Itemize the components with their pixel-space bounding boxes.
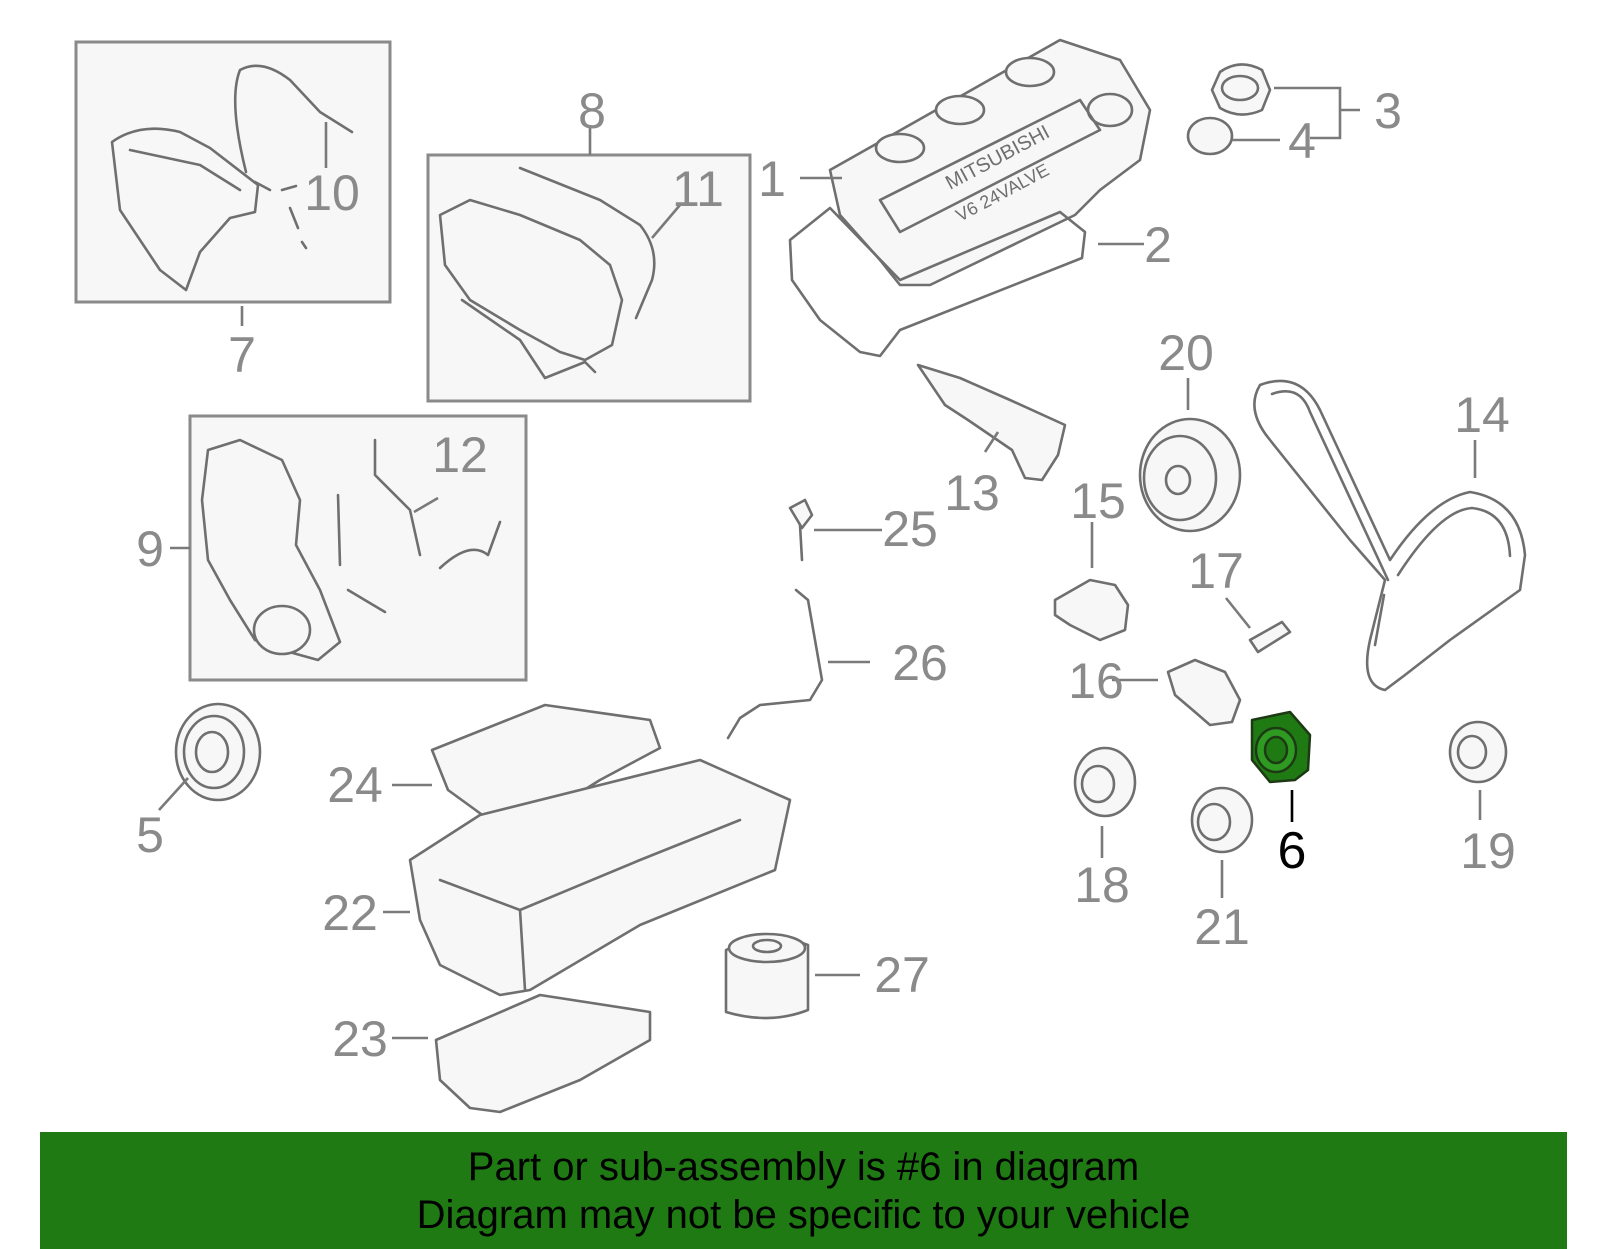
lower-timing-cover[interactable] xyxy=(200,438,502,662)
callout-6[interactable]: 6 xyxy=(1278,822,1307,880)
callout-12[interactable]: 12 xyxy=(432,427,488,483)
upper-oil-pan[interactable] xyxy=(408,758,792,997)
idler-pulley[interactable] xyxy=(1073,746,1137,818)
callout-3[interactable]: 3 xyxy=(1374,83,1402,139)
callout-5[interactable]: 5 xyxy=(136,807,164,863)
banner-line-2: Diagram may not be specific to your vehi… xyxy=(416,1192,1191,1237)
belt-tensioner[interactable] xyxy=(1053,578,1130,642)
callout-20[interactable]: 20 xyxy=(1158,325,1214,381)
dipstick[interactable] xyxy=(788,498,814,562)
callout-17[interactable]: 17 xyxy=(1188,543,1244,599)
callout-21[interactable]: 21 xyxy=(1194,899,1250,955)
callout-26[interactable]: 26 xyxy=(892,635,948,691)
callout-10[interactable]: 10 xyxy=(304,165,360,221)
callout-8[interactable]: 8 xyxy=(578,83,606,139)
callout-7[interactable]: 7 xyxy=(228,327,256,383)
callout-16[interactable]: 16 xyxy=(1068,653,1124,709)
lower-oil-pan[interactable] xyxy=(434,993,652,1114)
callout-1[interactable]: 1 xyxy=(758,151,786,207)
valve-cover-gasket[interactable] xyxy=(788,206,1087,358)
camshaft-sprocket[interactable] xyxy=(1138,417,1242,533)
middle-timing-cover[interactable] xyxy=(438,166,656,380)
callout-25[interactable]: 25 xyxy=(882,501,938,557)
dipstick-tube[interactable] xyxy=(726,588,824,740)
oil-filler-cap[interactable] xyxy=(1210,63,1272,116)
crank-sprocket[interactable] xyxy=(1190,786,1254,854)
highlighted-part-6[interactable] xyxy=(1250,710,1312,784)
crank-spacer[interactable] xyxy=(1448,720,1508,784)
callout-15[interactable]: 15 xyxy=(1070,473,1126,529)
callout-11[interactable]: 11 xyxy=(672,161,724,217)
banner-line-1: Part or sub-assembly is #6 in diagram xyxy=(467,1144,1140,1189)
oil-filter[interactable] xyxy=(724,932,810,1020)
tensioner-arm[interactable] xyxy=(1166,658,1242,727)
timing-belt[interactable] xyxy=(1253,379,1527,692)
callout-9[interactable]: 9 xyxy=(136,521,164,577)
tensioner-bolt[interactable] xyxy=(1248,620,1292,654)
callout-24[interactable]: 24 xyxy=(327,757,383,813)
oil-filler-cap-gasket[interactable] xyxy=(1186,116,1234,156)
callout-18[interactable]: 18 xyxy=(1074,857,1130,913)
info-banner: Part or sub-assembly is #6 in diagram Di… xyxy=(40,1132,1567,1249)
valve-cover[interactable]: MITSUBISHI V6 24VALVE xyxy=(828,38,1152,287)
callout-14[interactable]: 14 xyxy=(1454,387,1510,443)
callout-23[interactable]: 23 xyxy=(332,1011,388,1067)
crankshaft-pulley[interactable] xyxy=(174,702,262,802)
callout-4[interactable]: 4 xyxy=(1288,113,1316,169)
callout-13[interactable]: 13 xyxy=(944,465,1000,521)
oil-pan-gasket[interactable] xyxy=(430,703,662,832)
callout-labels: 1 2 3 4 5 6 7 8 9 10 11 12 13 14 15 16 1… xyxy=(136,83,1516,1067)
engine-bracket[interactable] xyxy=(916,363,1067,482)
callout-19[interactable]: 19 xyxy=(1460,823,1516,879)
upper-timing-cover[interactable] xyxy=(110,64,354,292)
leader-lines xyxy=(158,86,1482,1040)
callout-2[interactable]: 2 xyxy=(1144,217,1172,273)
callout-27[interactable]: 27 xyxy=(874,947,930,1003)
callout-22[interactable]: 22 xyxy=(322,885,378,941)
